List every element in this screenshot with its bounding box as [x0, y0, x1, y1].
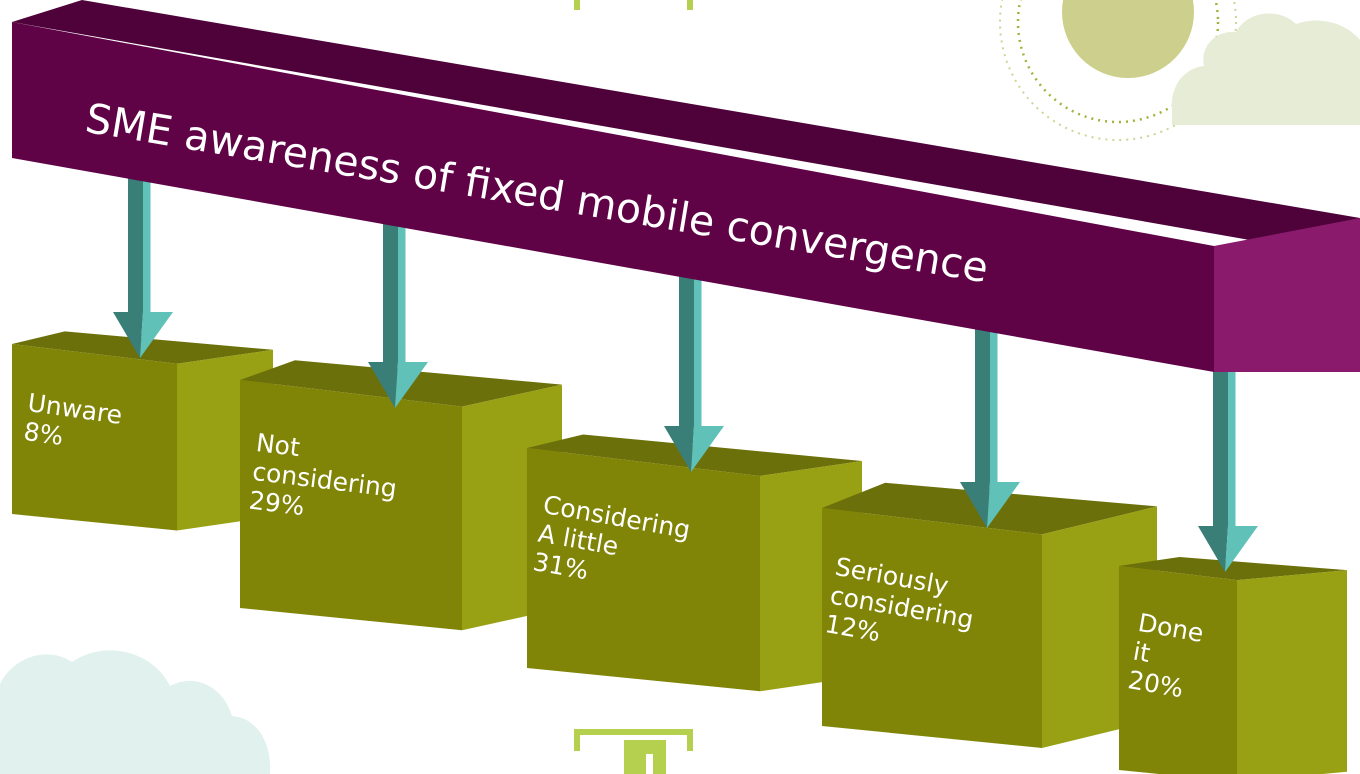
title-banner	[12, 0, 1360, 372]
arrow-shaft-dark	[1213, 368, 1228, 526]
arrow-shaft-light	[398, 215, 406, 362]
arrow-shaft-dark	[383, 215, 398, 362]
sun-icon	[999, 0, 1237, 141]
stem-bottom-icon	[574, 729, 693, 774]
arrow-shaft-light	[1228, 368, 1236, 526]
arrow-head-dark	[1198, 526, 1228, 572]
box-front-face	[527, 448, 760, 692]
arrow-shaft-dark	[128, 165, 143, 312]
stage-arrow-5	[1198, 368, 1258, 572]
banner-front-face	[12, 22, 1214, 372]
cloud-top-right-icon	[1171, 13, 1360, 126]
banner-top-face	[12, 0, 1360, 248]
arrow-head-dark	[960, 482, 990, 528]
arrow-head-light	[1225, 526, 1258, 572]
stage-arrow-2	[368, 215, 428, 408]
arrow-head-dark	[368, 362, 398, 408]
arrow-head-light	[395, 362, 428, 408]
stage-arrow-4	[960, 328, 1020, 528]
stage-box-5	[1119, 557, 1347, 774]
stem-top-icon	[574, 0, 693, 10]
box-top-face	[1119, 557, 1347, 581]
stage-arrow-1	[113, 165, 173, 358]
box-front-face	[240, 380, 462, 631]
stage-boxes	[12, 331, 1347, 774]
arrow-shaft-light	[990, 328, 998, 482]
arrow-shaft-dark	[975, 328, 990, 482]
arrow-shaft-light	[143, 165, 151, 312]
banner-side-face	[1214, 218, 1360, 372]
box-front-face	[12, 344, 177, 531]
arrow-head-light	[140, 312, 173, 358]
arrow-head-light	[691, 426, 724, 472]
arrow-shaft-dark	[679, 275, 694, 426]
stage-arrow-3	[664, 275, 724, 472]
box-front-face	[822, 508, 1042, 748]
arrow-head-light	[987, 482, 1020, 528]
box-side-face	[1237, 570, 1347, 774]
box-front-face	[1119, 566, 1237, 774]
arrow-head-dark	[664, 426, 694, 472]
stage-arrows	[113, 165, 1258, 572]
arrow-shaft-light	[694, 275, 702, 426]
arrow-head-dark	[113, 312, 143, 358]
cloud-bottom-left-icon	[0, 650, 271, 774]
